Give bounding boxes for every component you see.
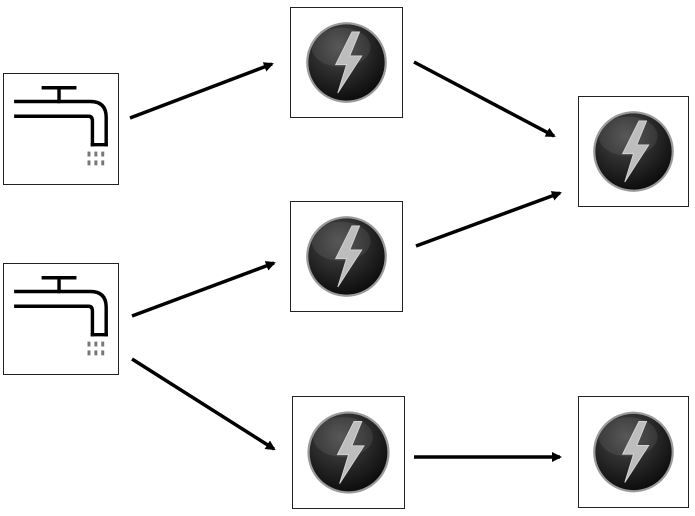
faucet-node (3, 263, 119, 375)
lightning-bolt-icon (306, 22, 387, 103)
edge-faucet-2-to-bolt-3 (131, 357, 276, 451)
edge-bolt-1-to-bolt-4 (413, 60, 556, 138)
power-node (578, 396, 689, 508)
power-node (290, 201, 403, 312)
faucet-icon (14, 276, 108, 356)
edge-faucet-1-to-bolt-1 (129, 62, 274, 120)
faucet-node (3, 73, 119, 185)
power-node (292, 396, 405, 509)
power-node (290, 7, 403, 118)
power-node (578, 96, 689, 207)
faucet-icon (14, 86, 108, 166)
edge-faucet-2-to-bolt-2 (131, 261, 276, 318)
edge-bolt-2-to-bolt-4 (415, 191, 562, 248)
lightning-bolt-icon (306, 216, 387, 297)
lightning-bolt-icon (593, 111, 674, 192)
lightning-bolt-icon (307, 411, 390, 494)
lightning-bolt-icon (593, 411, 674, 493)
